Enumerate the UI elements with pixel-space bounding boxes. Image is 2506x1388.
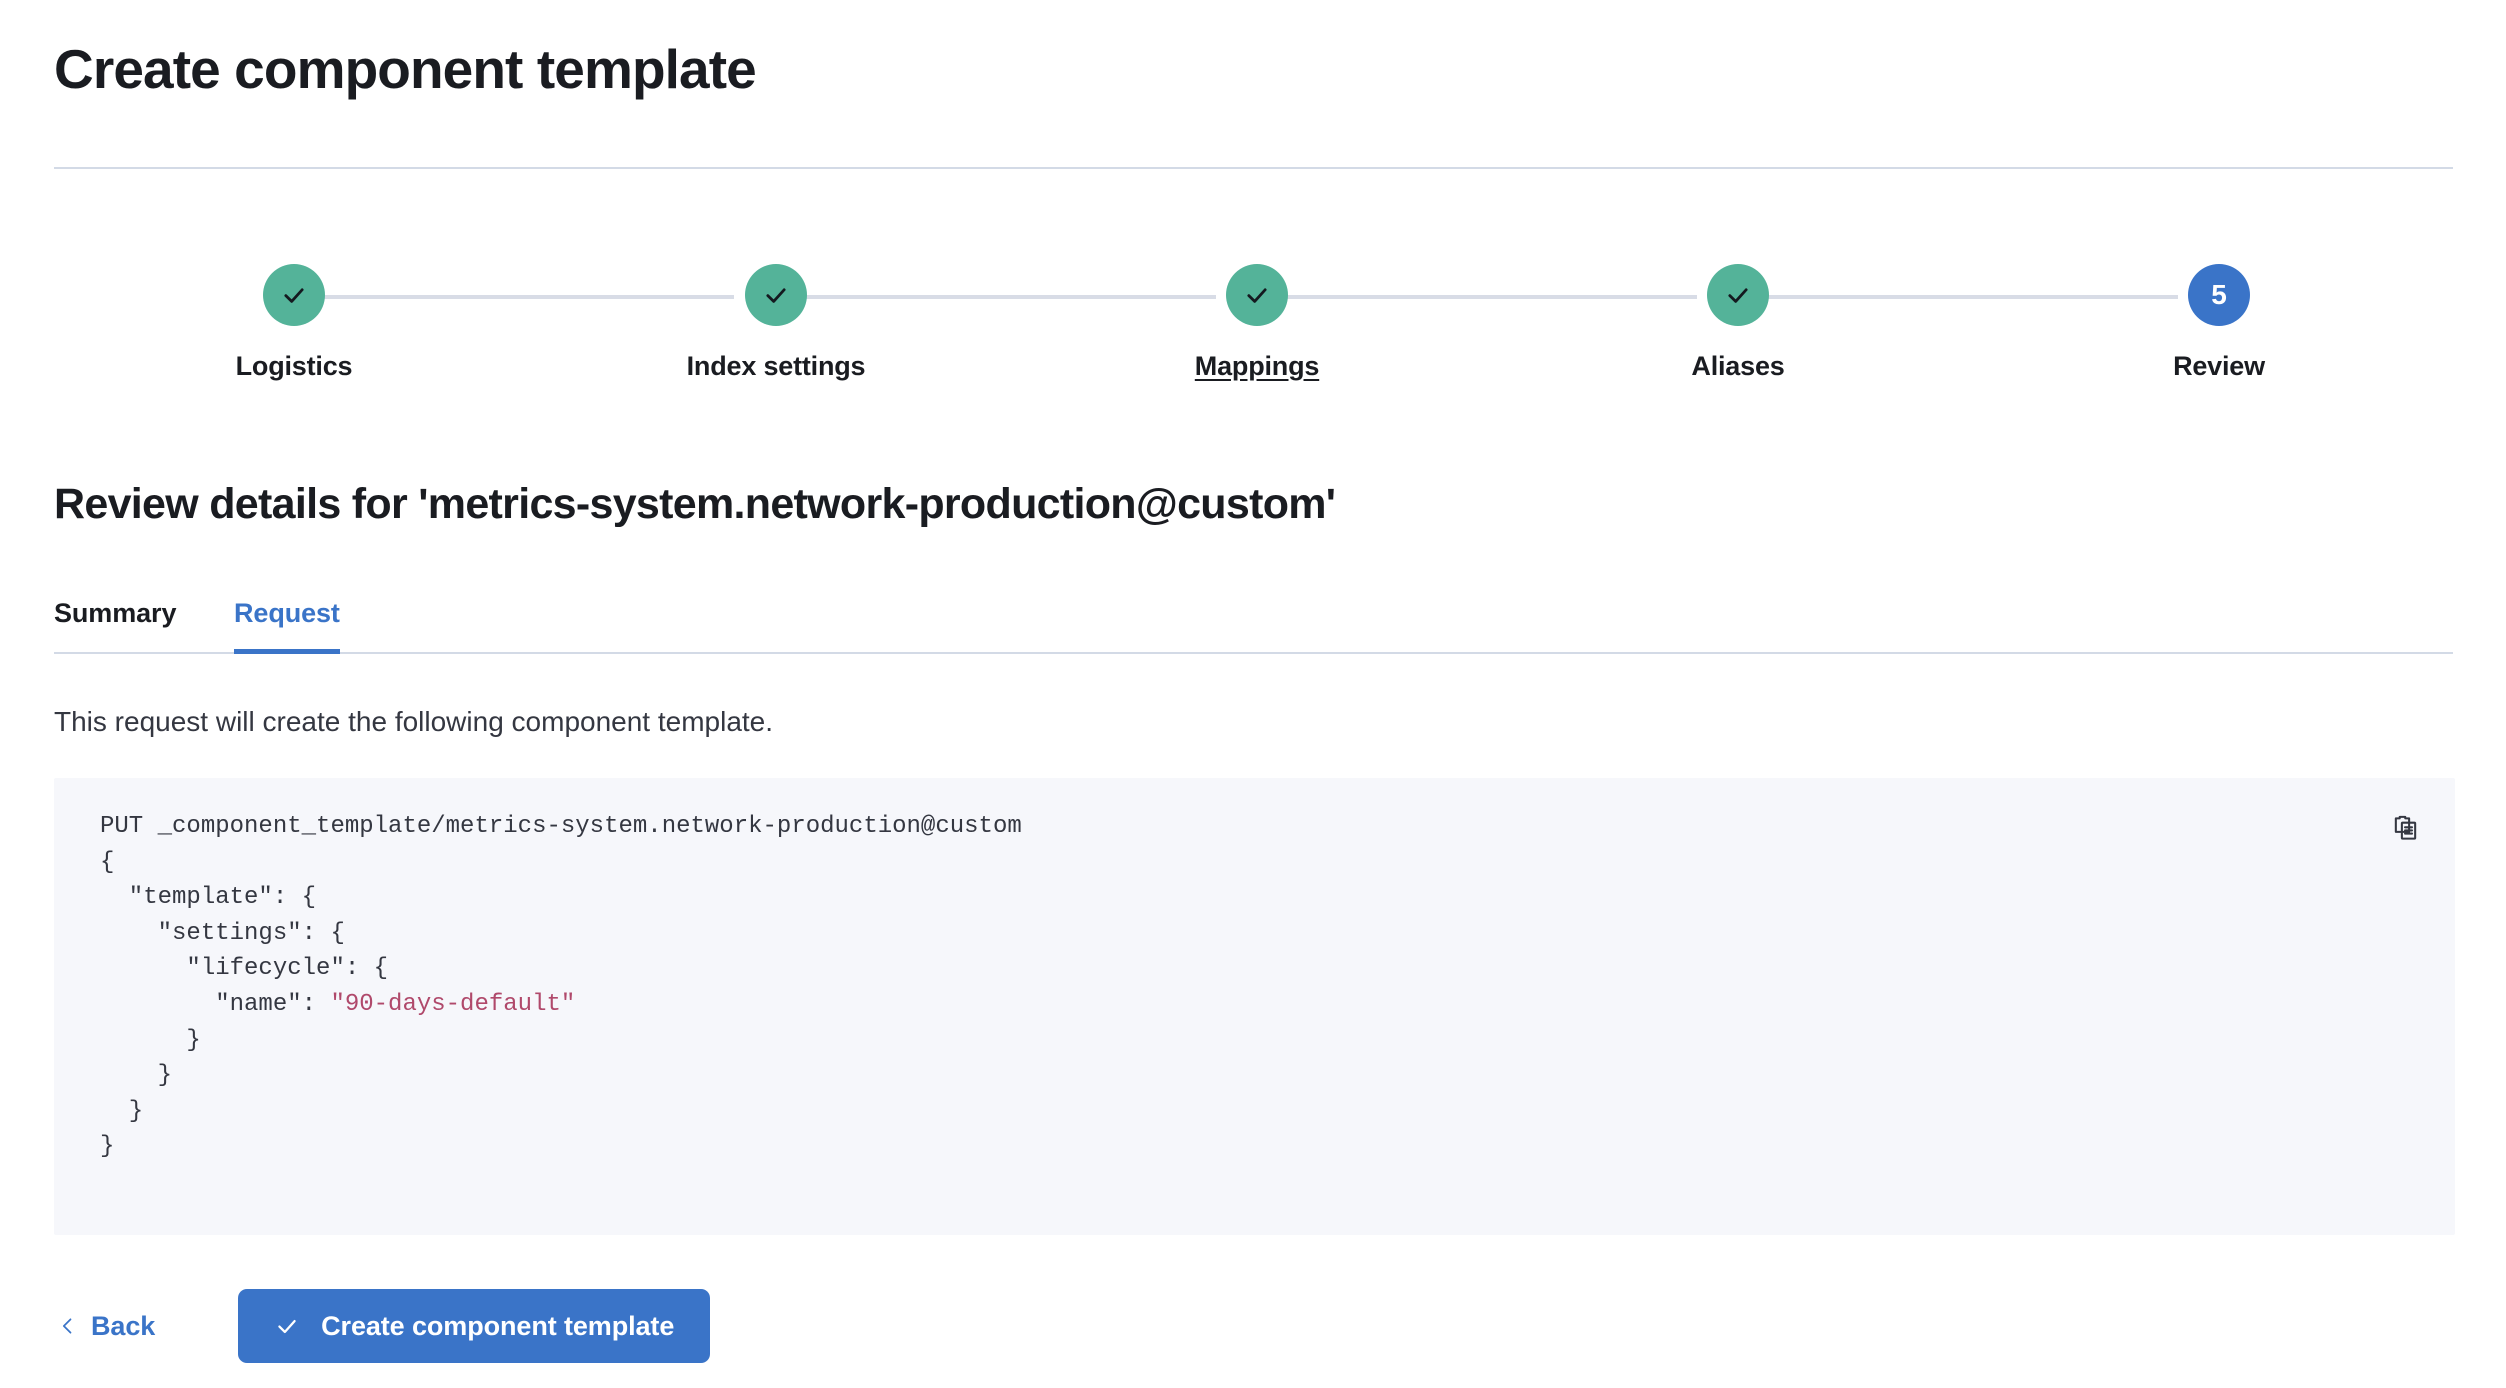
step-review[interactable]: 5 Review (2089, 250, 2349, 382)
review-heading: Review details for 'metrics-system.netwo… (54, 480, 1336, 528)
code-line-5: "name": (100, 990, 331, 1018)
request-code-text: PUT _component_template/metrics-system.n… (100, 809, 1022, 1165)
code-line-4: "lifecycle": { (100, 955, 389, 983)
tab-request[interactable]: Request (234, 588, 340, 654)
wizard-stepper: Logistics Index settings Mappings Aliase… (54, 250, 2453, 400)
step-index-settings[interactable]: Index settings (646, 250, 906, 382)
copy-clipboard-icon (2394, 815, 2416, 840)
step-connector-4 (1738, 295, 2178, 299)
step-status-complete[interactable] (1226, 264, 1288, 326)
code-line-3: "settings": { (100, 919, 345, 947)
step-label-mappings[interactable]: Mappings (1194, 351, 1320, 381)
check-icon (1247, 288, 1267, 303)
code-line-6: } (100, 1026, 201, 1054)
back-button-label: Back (91, 1310, 156, 1341)
code-string-value: "90-days-default" (330, 990, 576, 1018)
step-connector-3 (1257, 295, 1697, 299)
request-code-block: PUT _component_template/metrics-system.n… (54, 778, 2455, 1235)
step-number: 5 (2211, 279, 2227, 310)
review-tabs: Summary Request (54, 588, 2453, 654)
code-line-9: } (100, 1133, 115, 1161)
step-status-complete[interactable] (745, 264, 807, 326)
request-description: This request will create the following c… (54, 706, 774, 737)
code-line-1: { (100, 848, 115, 876)
step-connector-2 (776, 295, 1216, 299)
check-icon (766, 288, 786, 303)
step-label-logistics[interactable]: Logistics (235, 351, 353, 381)
chevron-left-icon (62, 1318, 72, 1334)
step-connector-1 (294, 295, 734, 299)
step-label-index-settings[interactable]: Index settings (686, 351, 866, 381)
step-status-complete[interactable] (263, 264, 325, 326)
code-line-2: "template": { (100, 884, 317, 912)
check-icon (1728, 288, 1748, 303)
step-label-review[interactable]: Review (2173, 351, 2265, 381)
back-button[interactable]: Back (54, 1303, 159, 1350)
tab-summary[interactable]: Summary (54, 588, 176, 654)
code-request-line: PUT _component_template/metrics-system.n… (100, 813, 1022, 840)
page-title: Create component template (54, 38, 757, 100)
step-mappings[interactable]: Mappings (1127, 250, 1387, 382)
step-status-complete[interactable] (1707, 264, 1769, 326)
check-icon (278, 1319, 296, 1334)
code-line-7: } (100, 1062, 173, 1090)
create-button-label: Create component template (321, 1310, 675, 1341)
wizard-footer: Back Create component template (54, 1288, 711, 1364)
create-component-template-button[interactable]: Create component template (238, 1289, 711, 1363)
step-status-current[interactable]: 5 (2188, 264, 2250, 326)
step-aliases[interactable]: Aliases (1608, 250, 1868, 382)
code-line-8: } (100, 1097, 144, 1125)
step-logistics[interactable]: Logistics (164, 250, 424, 382)
step-label-aliases[interactable]: Aliases (1691, 351, 1785, 381)
copy-to-clipboard-button[interactable] (2377, 800, 2433, 856)
header-divider (54, 167, 2453, 169)
tabs-divider (54, 652, 2453, 654)
check-icon (284, 288, 304, 303)
